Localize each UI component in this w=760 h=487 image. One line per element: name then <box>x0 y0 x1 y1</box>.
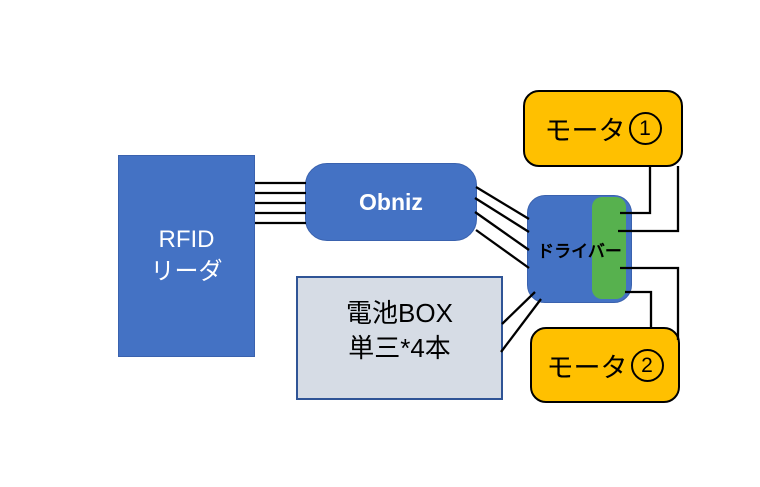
wire-obniz-driver-1 <box>475 186 530 220</box>
wires-rfid-to-obniz <box>255 181 306 225</box>
node-rfid-reader: RFID リーダ <box>118 155 255 357</box>
motor1-number-circled: 1 <box>628 112 662 145</box>
wire-obniz-driver-2 <box>474 197 530 233</box>
wire-obniz-driver-3 <box>474 211 530 251</box>
battery-label-line1: 電池BOX <box>346 297 453 328</box>
motor1-label: モータ <box>544 116 626 146</box>
motor2-label: モータ <box>546 352 628 383</box>
wire-obniz-driver-4 <box>475 229 530 269</box>
node-motor-1: モータ 1 <box>523 90 683 167</box>
battery-label-line2: 単三*4本 <box>348 333 451 363</box>
rfid-label-line2: リーダ <box>150 258 223 285</box>
motor2-number-circled: 2 <box>630 348 664 382</box>
driver-label: ドライバー <box>537 241 622 261</box>
rfid-label-line1: RFID <box>158 225 215 253</box>
obniz-label: Obniz <box>359 188 423 215</box>
node-motor-driver: ドライバー <box>527 195 632 303</box>
node-obniz: Obniz <box>305 163 477 241</box>
wires-obniz-to-driver <box>474 186 530 269</box>
node-battery-box: 電池BOX 単三*4本 <box>296 276 503 400</box>
node-motor-2: モータ 2 <box>530 327 680 403</box>
